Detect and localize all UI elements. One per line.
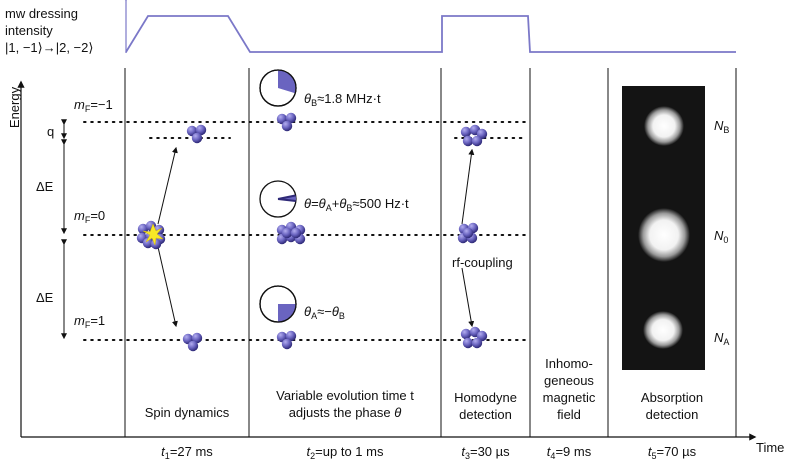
arrow-to-mF-plus1 <box>157 246 178 328</box>
atom-pair-mF-plus1-stage1 <box>182 332 203 352</box>
phase-eq-theta-B: θB≈1.8 MHz·t <box>304 91 381 108</box>
atom-cloud-image-NB <box>644 106 684 146</box>
time-label-t1: t1=27 ms <box>161 444 213 461</box>
phase-dial-theta-A <box>259 285 297 323</box>
atom-cloud-image-N0 <box>638 208 690 262</box>
atom-pair-mF-minus1-stage2 <box>276 112 297 132</box>
atom-cloud-mF-0-stage2 <box>276 221 306 245</box>
atom-cloud-initial <box>136 220 166 250</box>
atom-pair-mF-minus1-stage1 <box>186 124 207 144</box>
NB-label: NB <box>714 118 730 135</box>
atom-cloud-mF-plus1-stage3 <box>460 326 488 349</box>
stage-label-absorption-line2: detection <box>645 407 699 422</box>
time-label-t5: t5=70 µs <box>647 444 697 461</box>
homodyne-arrow-down <box>461 267 475 328</box>
stage-label-homodyne-line1: Homodyne <box>454 390 517 405</box>
level-label-0: mF=0 <box>74 208 106 225</box>
N0-label: N0 <box>714 228 729 245</box>
mw-label-line3: |1, −1⟩→|2, −2⟩ <box>5 40 94 55</box>
atom-pair-mF-plus1-stage2 <box>276 330 297 350</box>
stage-label-spin-dynamics: Spin dynamics <box>144 405 230 420</box>
homodyne-arrow-up <box>461 148 475 225</box>
time-axis-label: Time <box>756 440 785 455</box>
phase-eq-theta-sum: θ=θA+θB≈500 Hz·t <box>304 196 409 213</box>
dE-label-upper: ΔE <box>36 179 54 194</box>
stage-label-homodyne-line2: detection <box>459 407 512 422</box>
stage-label-inhomo-line3: magnetic <box>542 390 596 405</box>
arrow-to-mF-minus1 <box>157 146 178 225</box>
phase-dial-theta-sum <box>259 180 297 218</box>
atom-clusters <box>136 112 488 352</box>
NA-label: NA <box>714 330 730 347</box>
phase-eq-theta-A: θA≈−θB <box>304 304 345 321</box>
mw-label-line2: intensity <box>5 23 53 38</box>
level-label-minus1: mF=−1 <box>74 97 113 114</box>
stage-label-inhomo-line2: geneous <box>544 373 594 388</box>
stage-label-evolution-line2: adjusts the phase θ <box>288 405 402 420</box>
dE-label-lower: ΔE <box>36 290 54 305</box>
atom-cloud-image-NA <box>643 311 683 349</box>
stage-dividers <box>124 68 737 437</box>
phase-dial-theta-B <box>259 69 297 107</box>
q-label: q <box>47 124 55 139</box>
mw-intensity-trace <box>121 0 736 53</box>
absorption-image <box>622 86 705 370</box>
time-label-t3: t3=30 µs <box>461 444 510 461</box>
stage-label-inhomo-line1: Inhomo- <box>545 356 593 371</box>
rf-coupling-label: rf-coupling <box>452 255 513 270</box>
stage-label-evolution-line1: Variable evolution time t <box>276 388 414 403</box>
time-label-t2: t2=up to 1 ms <box>306 444 384 461</box>
atom-cloud-mF-0-stage3 <box>457 222 479 244</box>
transition-arrows <box>157 146 475 328</box>
stage-label-inhomo-line4: field <box>557 407 581 422</box>
mw-label-line1: mw dressing <box>5 6 78 21</box>
time-label-t4: t4=9 ms <box>546 444 592 461</box>
level-label-plus1: mF=1 <box>74 313 106 330</box>
stage-label-absorption-line1: Absorption <box>640 390 704 405</box>
atom-cloud-mF-minus1-stage3 <box>460 124 488 147</box>
energy-axis-label: Energy <box>7 86 23 129</box>
